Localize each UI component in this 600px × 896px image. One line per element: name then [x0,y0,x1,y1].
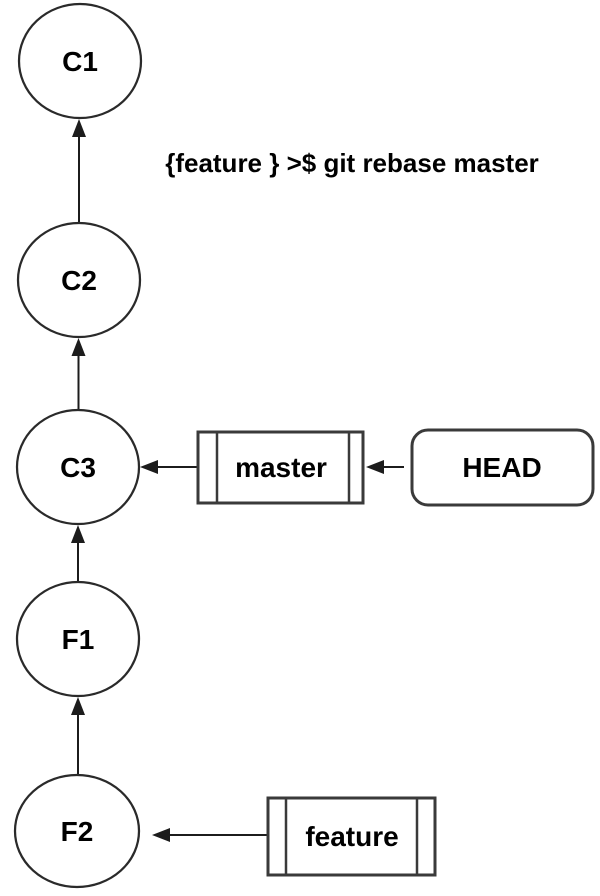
arrow-master-to-c3 [140,460,197,474]
arrowhead-up-icon [71,697,85,715]
head-box: HEAD [410,428,595,507]
commit-label: C3 [60,452,96,483]
command-text: {feature } >$ git rebase master [165,148,539,178]
arrowhead-left-icon [152,828,170,842]
arrow-f1-to-c3 [71,525,85,581]
arrow-c2-to-c1 [72,119,86,222]
commit-node-f2: F2 [13,773,141,889]
commit-node-c1: C1 [17,2,143,120]
commit-node-f1: F1 [15,580,141,698]
arrow-feature-to-f2 [152,828,267,842]
arrowhead-left-icon [366,460,384,474]
branch-box-feature: feature [266,796,437,877]
commit-label: F1 [62,624,95,655]
head-label: HEAD [462,452,541,483]
arrow-c3-to-c2 [71,338,86,409]
arrowhead-up-icon [71,338,86,356]
commit-node-c3: C3 [15,408,141,526]
branch-box-master: master [196,430,365,505]
commit-node-c2: C2 [16,221,142,339]
branch-label: master [235,452,327,483]
commit-label: C2 [61,265,97,296]
commit-label: C1 [62,46,98,77]
arrowhead-left-icon [140,460,158,474]
arrowhead-up-icon [71,525,85,543]
arrow-f2-to-f1 [71,697,85,775]
commit-label: F2 [61,816,94,847]
branch-label: feature [305,821,398,852]
arrow-head-to-master [366,460,404,474]
arrowhead-up-icon [72,119,86,137]
